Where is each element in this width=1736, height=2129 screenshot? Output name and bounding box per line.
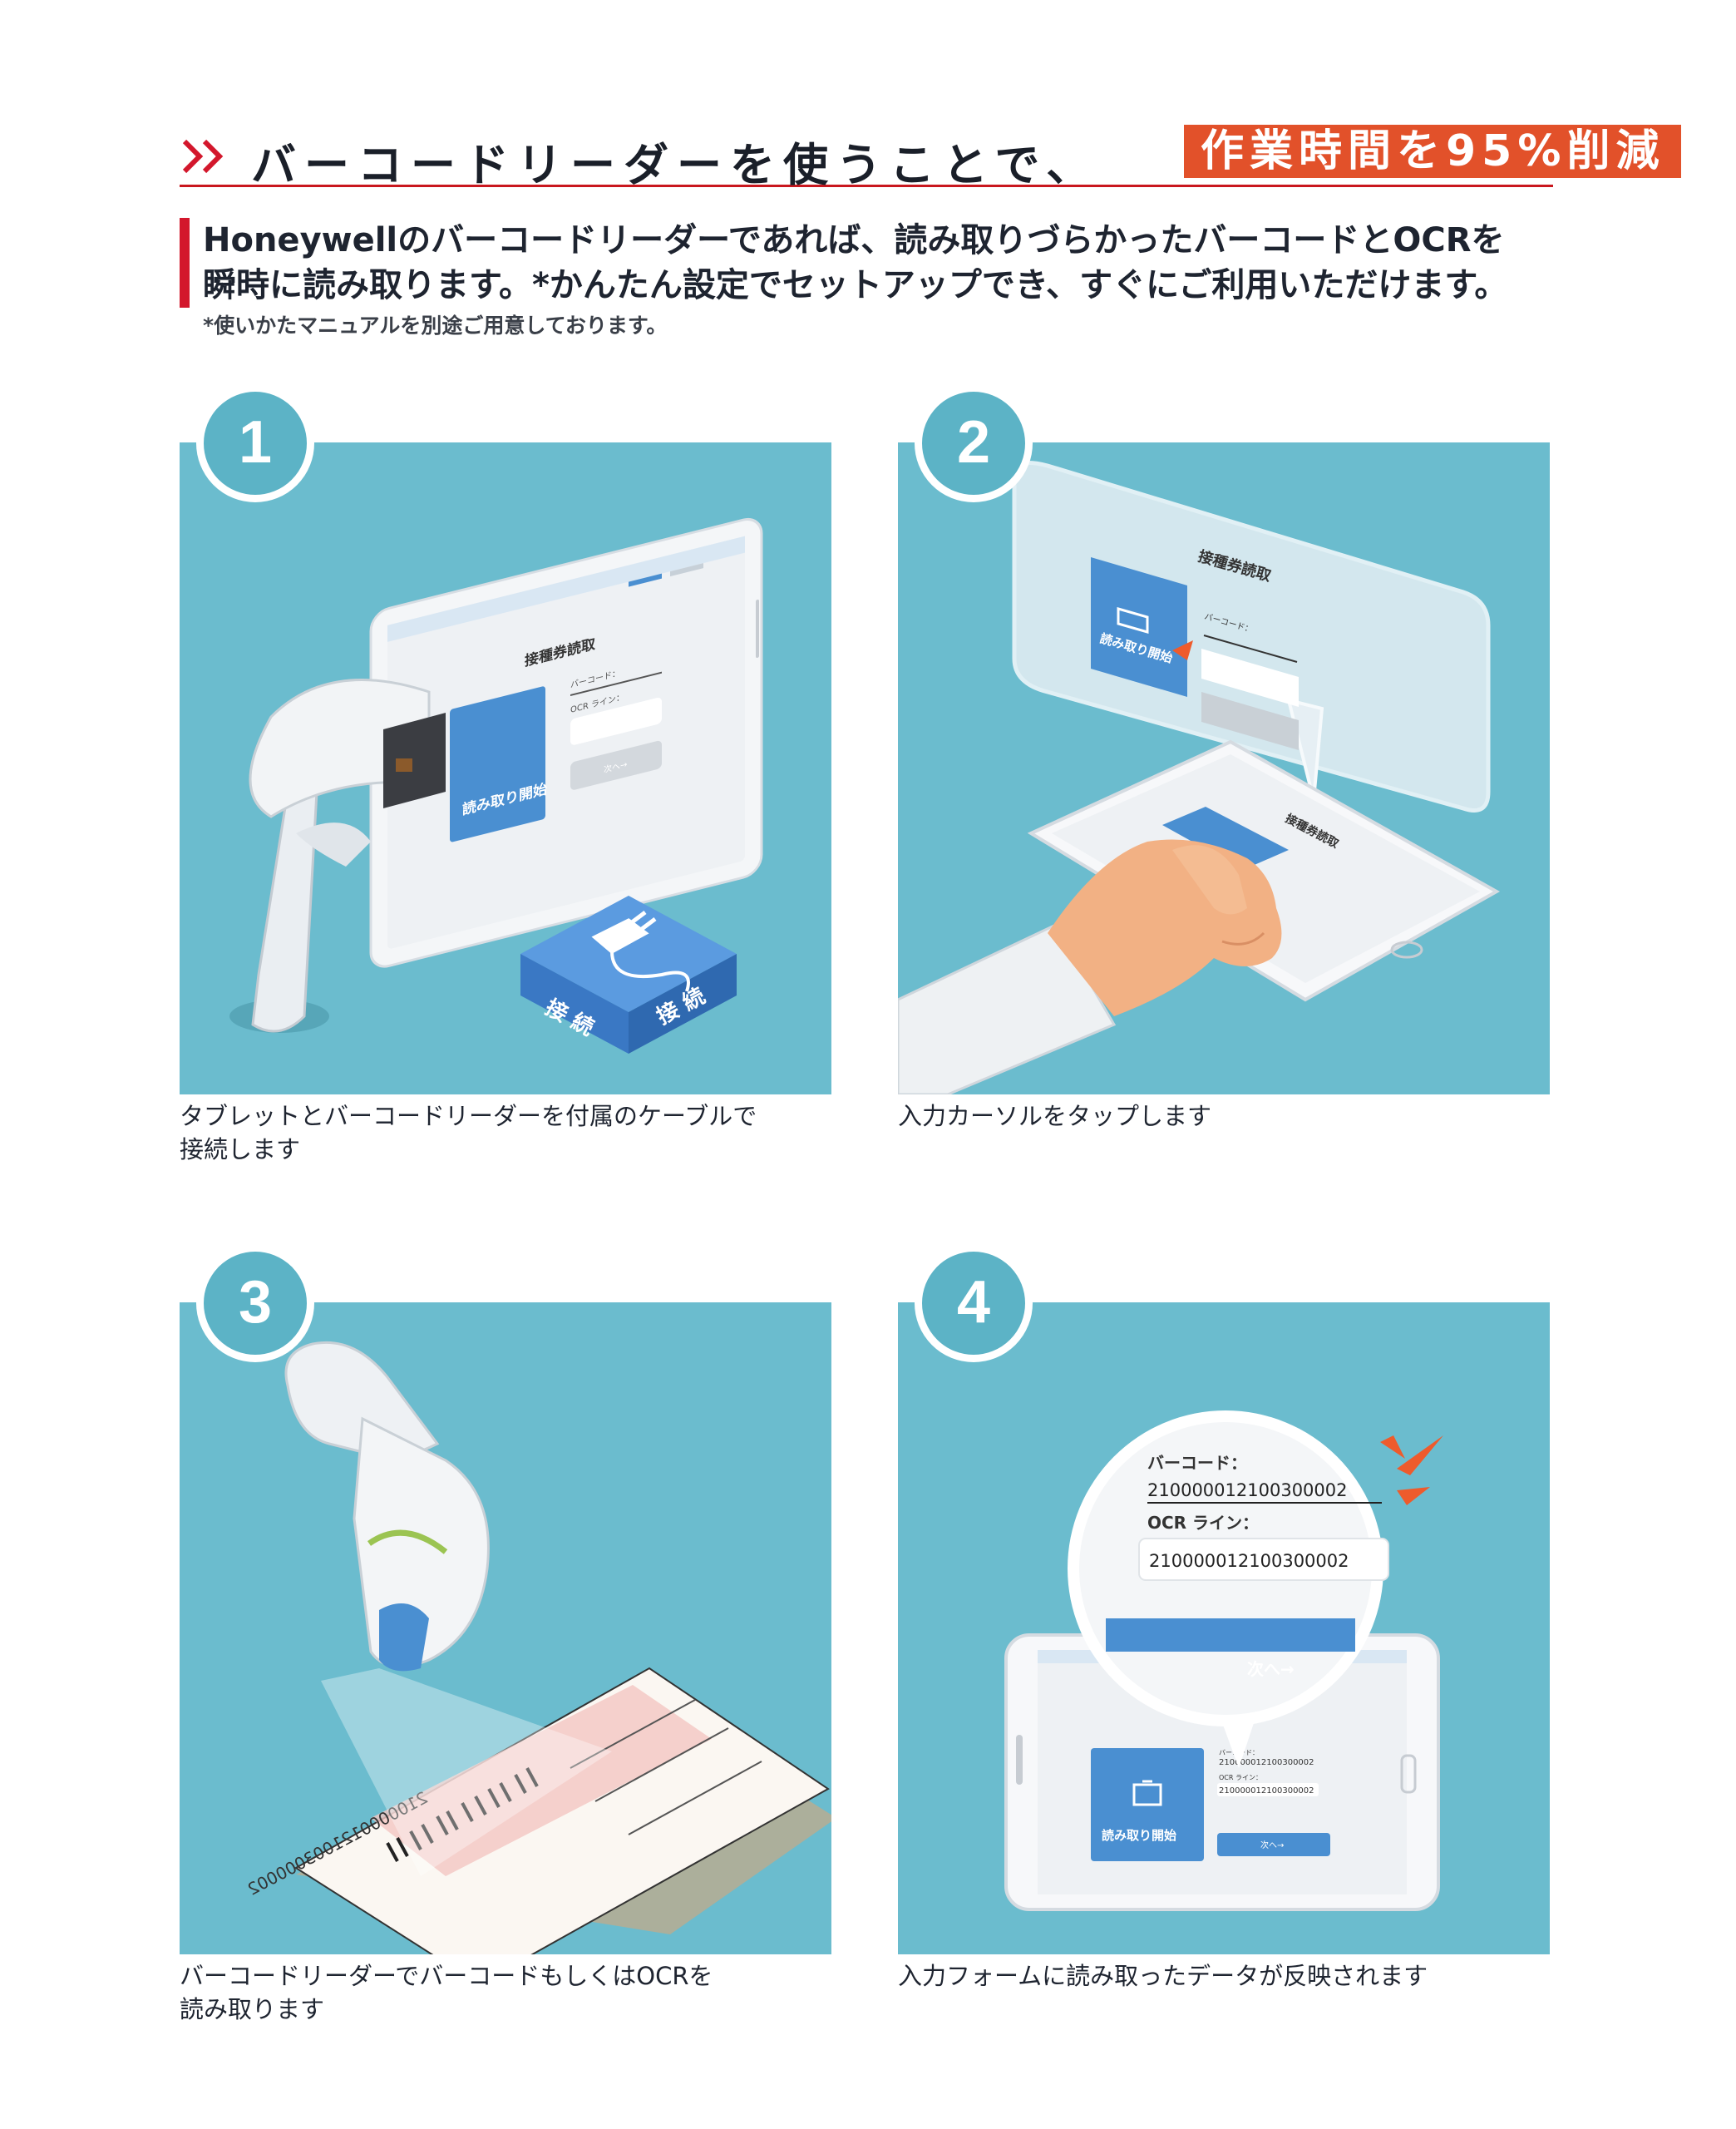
connector-block: 接 続 接 続 xyxy=(520,896,737,1054)
scan-ticket-illustration: 2100000121003000002 xyxy=(244,1341,831,1954)
magnifier-barcode-value: 210000012100300002 xyxy=(1147,1480,1348,1500)
magnifier-ocr-label: OCR ライン： xyxy=(1147,1513,1259,1533)
plug-icon xyxy=(591,911,657,955)
step-4-badge: 4 xyxy=(915,1244,1033,1362)
tap-cursor-illustration: 接種券読取 読み取り開始 バーコード： 接種券読取 xyxy=(898,461,1501,1094)
step-4-caption: 入力フォームに読み取ったデータが反映されます xyxy=(898,1959,1428,1993)
step-2-caption: 入力カーソルをタップします xyxy=(898,1099,1211,1133)
zoom-callout: 接種券読取 読み取り開始 バーコード： xyxy=(1012,461,1491,813)
tablet-ocr-label: OCR ライン： xyxy=(1219,1774,1262,1781)
tablet-ocr-value: 210000012100300002 xyxy=(1219,1786,1314,1796)
camera-icon xyxy=(1117,607,1149,634)
tablet: 接種券読取 xyxy=(1027,739,1501,1002)
step-1-illustration: 接種券読取 バーコード： OCR ライン： 次へ→ 読み取り開始 xyxy=(180,442,831,1094)
step-3-caption-line-1: バーコードリーダーでバーコードもしくはOCRを xyxy=(180,1962,713,1990)
step-2-caption-line-1: 入力カーソルをタップします xyxy=(898,1102,1212,1130)
lead-text: Honeywellのバーコードリーダーであれば、読み取りづらかったバーコードとO… xyxy=(180,218,1583,308)
step-1-caption: タブレットとバーコードリーダーを付属のケーブルで 接続します xyxy=(180,1099,757,1166)
spark-icon xyxy=(1380,1435,1443,1505)
hand-arm xyxy=(898,839,1282,1094)
magnifier-barcode-label: バーコード： xyxy=(1147,1453,1247,1473)
vaccination-ticket: 2100000121003000002 xyxy=(244,1667,831,1954)
barcode-scanner xyxy=(284,1341,490,1672)
step-1-badge: 1 xyxy=(196,384,314,502)
scan-beam xyxy=(321,1668,612,1876)
step-4-caption-line-1: 入力フォームに読み取ったデータが反映されます xyxy=(898,1962,1428,1990)
barcode-stripes xyxy=(386,1767,539,1862)
magnifier-ocr-value: 210000012100300002 xyxy=(1149,1551,1349,1571)
step-3-badge: 3 xyxy=(196,1244,314,1362)
header-highlight: 作業時間を95%削減 xyxy=(1184,125,1682,178)
lead-line-2: 瞬時に読み取ります。*かんたん設定でセットアップでき、すぐにご利用いただけます。 xyxy=(203,266,1508,304)
camera-icon xyxy=(1132,1780,1162,1806)
tablet-next-button: 次へ→ xyxy=(1260,1840,1284,1850)
step-4-illustration: 接種券読取 読み取り開始 バーコード： 210000012100300002 O… xyxy=(898,1302,1550,1954)
manual-note: *使いかたマニュアルを別途ご用意しております。 xyxy=(203,314,668,338)
step-1-caption-line-2: 接続します xyxy=(180,1135,301,1163)
step-3-caption: バーコードリーダーでバーコードもしくはOCRを 読み取ります xyxy=(180,1959,713,2026)
double-chevron-icon xyxy=(182,139,224,174)
step-2-badge: 2 xyxy=(915,384,1033,502)
step-3-caption-line-2: 読み取ります xyxy=(180,1995,325,2023)
barcode-scanner xyxy=(229,679,446,1033)
step-2-illustration: 接種券読取 読み取り開始 バーコード： 接種券読取 xyxy=(898,442,1550,1094)
magnifier-callout: 次へ→ バーコード： 210000012100300002 OCR ライン： 2… xyxy=(1068,1410,1443,1768)
step-1-caption-line-1: タブレットとバーコードリーダーを付属のケーブルで xyxy=(180,1102,757,1130)
start-button-label: 読み取り開始 xyxy=(1102,1828,1176,1843)
tablet-scanner-connect-illustration: 接種券読取 バーコード： OCR ライン： 次へ→ 読み取り開始 xyxy=(229,517,763,1054)
section-header: バーコードリーダーを使うことで、 作業時間を95%削減 xyxy=(180,125,1682,191)
tablet: 接種券読取 バーコード： OCR ライン： 次へ→ 読み取り開始 xyxy=(369,517,763,968)
form-result-illustration: 接種券読取 読み取り開始 バーコード： 210000012100300002 O… xyxy=(1004,1410,1443,1911)
tablet-barcode-value: 210000012100300002 xyxy=(1219,1758,1314,1767)
magnifier-next-button: 次へ→ xyxy=(1247,1659,1295,1679)
header-title: バーコードリーダーを使うことで、 xyxy=(251,139,1100,191)
step-3-illustration: 2100000121003000002 xyxy=(180,1302,831,1954)
lead-line-1: Honeywellのバーコードリーダーであれば、読み取りづらかったバーコードとO… xyxy=(203,221,1505,259)
